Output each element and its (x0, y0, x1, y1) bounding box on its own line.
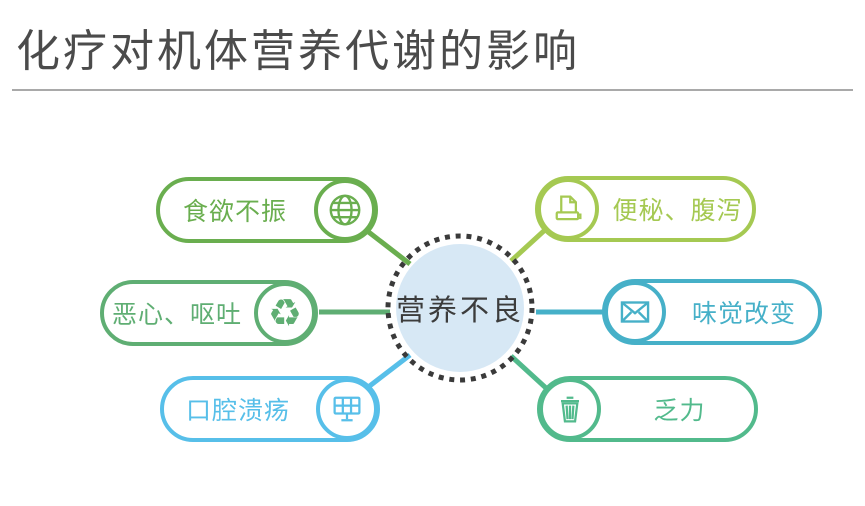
node-pill-fatigue: 乏力 (537, 376, 758, 442)
globe-icon (314, 179, 376, 241)
title-underline (12, 89, 853, 91)
connector-line-appetite (364, 228, 412, 266)
center-node-label: 营养不良 (396, 295, 525, 327)
node-pill-ulcer: 口腔溃疡 (160, 376, 380, 442)
slide: 化疗对机体营养代谢的影响 营养不良 食欲不振 恶心、呕吐 ♻ (0, 24, 865, 506)
center-node: 营养不良 (396, 244, 524, 372)
connector-overlay (319, 227, 603, 390)
node-label-nausea: 恶心、呕吐 (111, 301, 242, 329)
node-label-taste: 味觉改变 (691, 300, 796, 328)
recycle-icon: ♻ (254, 282, 316, 344)
center-dotted-ring (385, 233, 535, 383)
node-label-appetite: 食欲不振 (182, 198, 287, 226)
node-label-fatigue: 乏力 (653, 397, 706, 425)
trash-icon (539, 378, 601, 440)
node-label-ulcer: 口腔溃疡 (185, 397, 290, 425)
node-pill-appetite: 食欲不振 (156, 177, 378, 243)
connector-line-constipation (509, 227, 548, 263)
node-label-constipation: 便秘、腹泻 (612, 197, 743, 225)
envelope-icon (604, 281, 666, 343)
printer-icon (537, 178, 599, 240)
node-pill-constipation: 便秘、腹泻 (535, 176, 756, 242)
page-title: 化疗对机体营养代谢的影响 (16, 27, 580, 76)
recycle-glyph: ♻ (267, 291, 303, 335)
node-pill-taste: 味觉改变 (602, 279, 822, 345)
connector-line-ulcer (365, 353, 412, 390)
node-pill-nausea: 恶心、呕吐 ♻ (100, 280, 318, 346)
solar-panel-icon (316, 378, 378, 440)
connector-line-fatigue (509, 354, 548, 390)
